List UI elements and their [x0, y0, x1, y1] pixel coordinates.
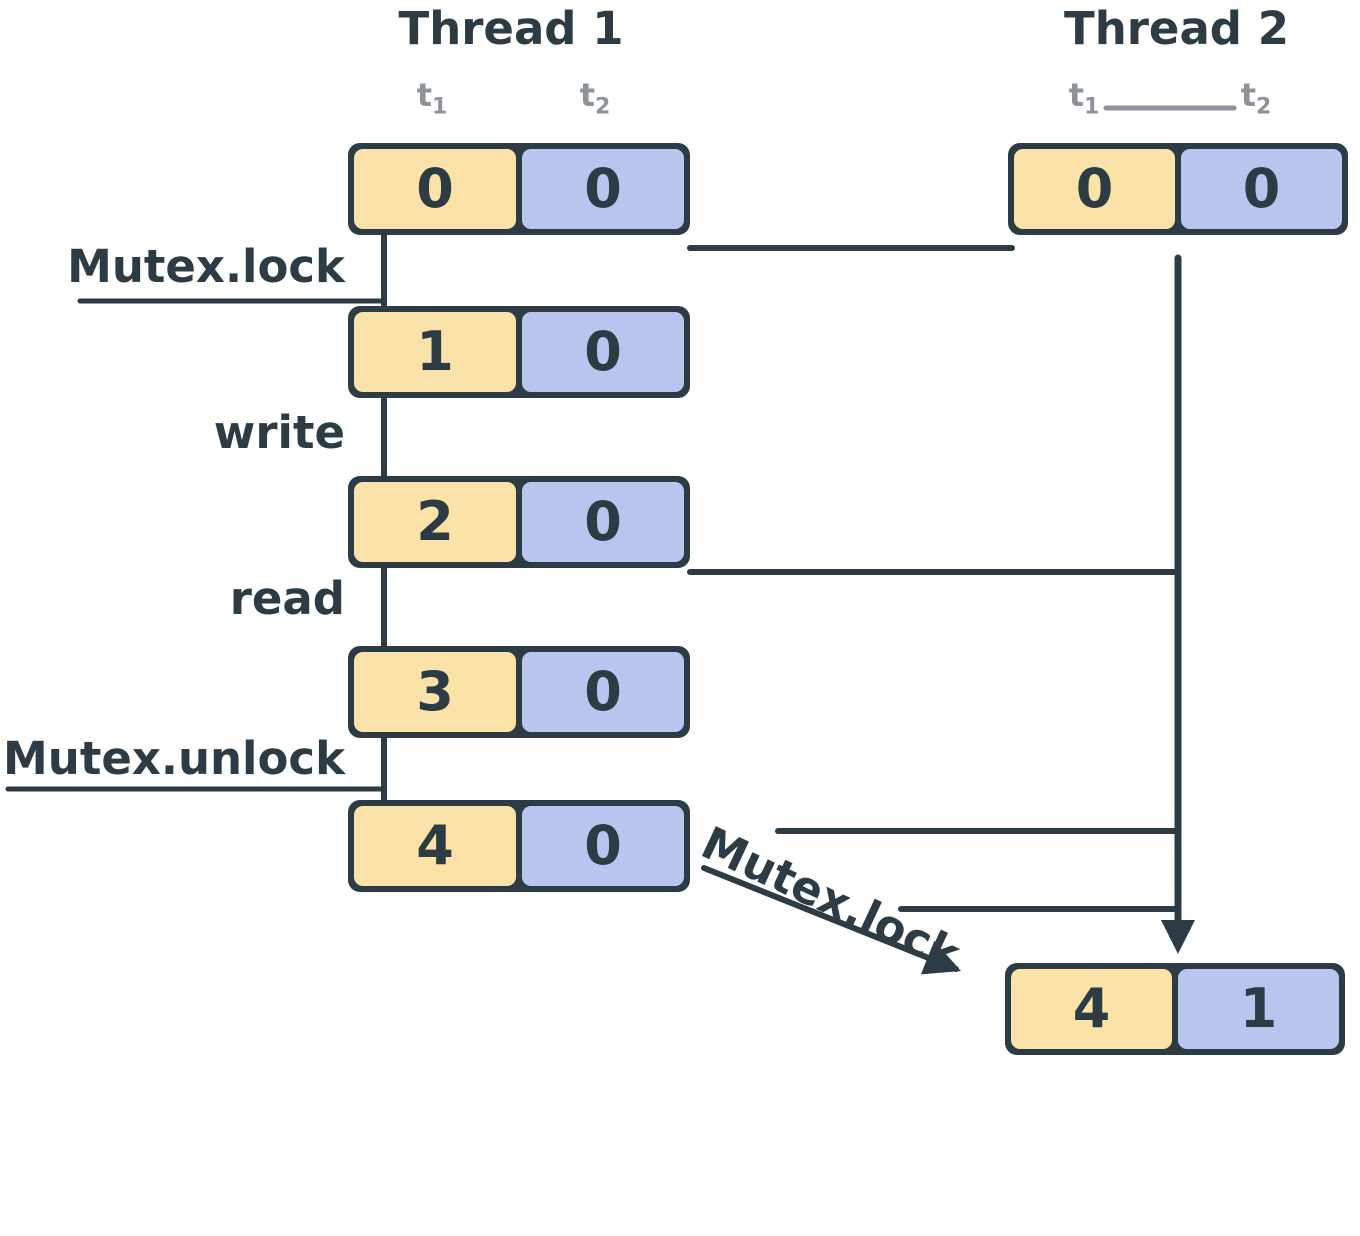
thread2-state-0-t1-cell: 0 — [1014, 149, 1175, 229]
mutex-unlock-label: Mutex.unlock — [3, 732, 345, 785]
thread2-state-1-t2-cell: 1 — [1178, 969, 1339, 1049]
thread1-state-4: 4 0 — [348, 800, 690, 892]
thread1-state-0: 0 0 — [348, 143, 690, 235]
read-label: read — [229, 572, 345, 625]
thread1-title: Thread 1 — [398, 2, 624, 55]
thread2-clock-t2-label: t2 — [1240, 76, 1272, 120]
thread1-clock-t1-label: t1 — [416, 76, 448, 120]
thread1-clock-t2-label: t2 — [579, 76, 611, 120]
thread1-state-2-t2-cell: 0 — [522, 482, 684, 562]
thread1-state-3-t2-cell: 0 — [522, 652, 684, 732]
mutex-lock-label: Mutex.lock — [67, 240, 345, 293]
thread2-state-1: 4 1 — [1005, 963, 1345, 1055]
thread1-state-1: 1 0 — [348, 306, 690, 398]
thread1-state-0-t1-cell: 0 — [354, 149, 516, 229]
thread1-state-4-t2-cell: 0 — [522, 806, 684, 886]
thread2-title: Thread 2 — [1064, 2, 1289, 55]
thread1-state-1-t2-cell: 0 — [522, 312, 684, 392]
thread2-clock-t1-label: t1 — [1068, 76, 1100, 120]
thread1-state-0-t2-cell: 0 — [522, 149, 684, 229]
thread1-state-2: 2 0 — [348, 476, 690, 568]
thread1-state-2-t1-cell: 2 — [354, 482, 516, 562]
thread1-state-4-t1-cell: 4 — [354, 806, 516, 886]
thread2-state-0: 0 0 — [1008, 143, 1348, 235]
thread1-state-3-t1-cell: 3 — [354, 652, 516, 732]
thread2-timeline-arrowhead — [1161, 920, 1195, 954]
thread1-state-3: 3 0 — [348, 646, 690, 738]
thread2-state-1-t1-cell: 4 — [1011, 969, 1172, 1049]
thread2-state-0-t2-cell: 0 — [1181, 149, 1342, 229]
mutex-lock-arrow — [701, 865, 962, 975]
write-label: write — [213, 406, 345, 459]
thread1-state-1-t1-cell: 1 — [354, 312, 516, 392]
